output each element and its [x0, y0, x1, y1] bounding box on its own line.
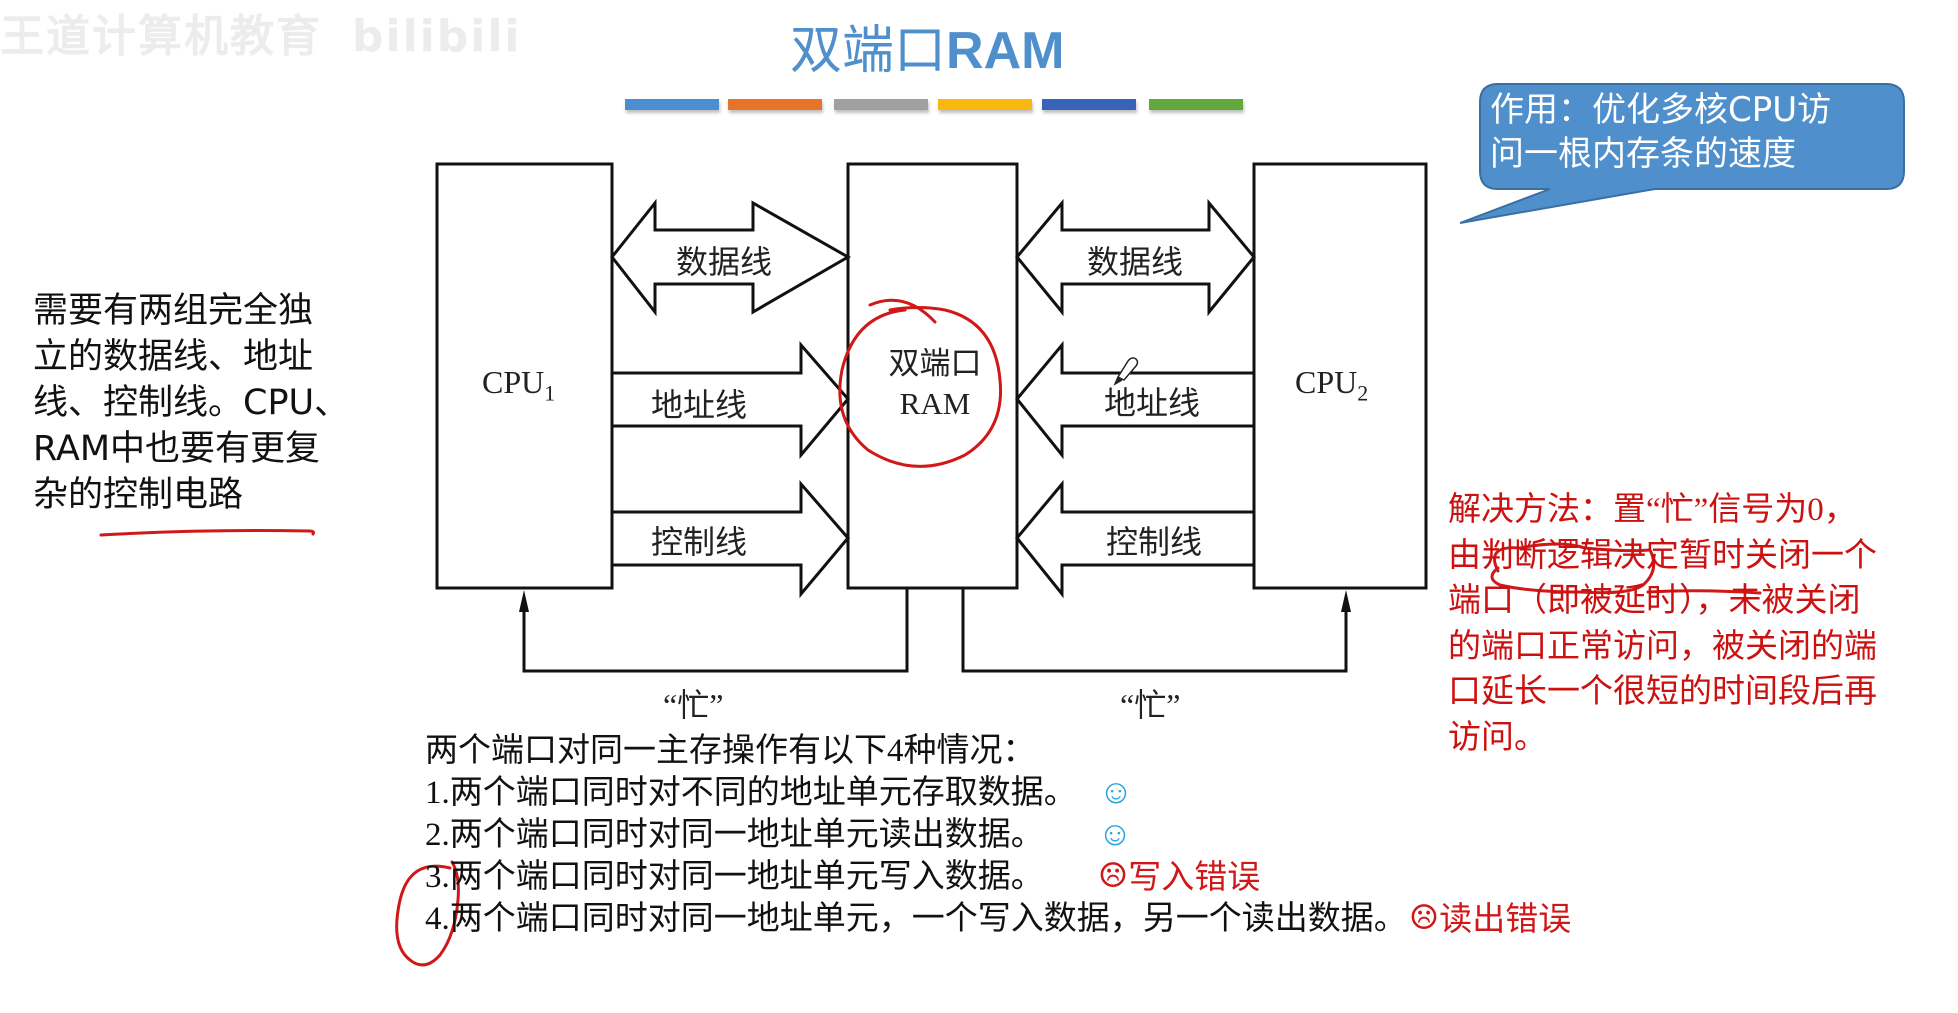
busy-arrowhead-right: [1341, 590, 1351, 612]
busy-signal-right-label: “忙”: [1120, 687, 1181, 723]
case-number: 3.: [425, 859, 450, 895]
smile-icon: ☺: [1097, 816, 1133, 853]
case-item: 3. 两个端口同时对同一地址单元写入数据。 ☹ 写入错误: [425, 856, 1571, 898]
left-note-line: 立的数据线、地址: [33, 337, 314, 377]
cpu1-label-text: CPU: [482, 364, 545, 400]
frown-icon: ☹: [1097, 858, 1129, 895]
color-bar-6: [1149, 99, 1243, 110]
color-bar-5: [1042, 99, 1136, 110]
cpu1-label: CPU1: [482, 364, 555, 406]
color-bar-3: [834, 99, 928, 110]
case-error-note: 读出错误: [1439, 899, 1572, 938]
color-bar-1: [625, 99, 719, 110]
ram-label: 双端口 RAM: [880, 344, 990, 424]
case-text: 两个端口同时对同一地址单元读出数据。: [449, 817, 1044, 853]
cpu2-label: CPU2: [1295, 364, 1368, 406]
address-bus-left-label: 地址线: [651, 387, 748, 423]
callout-text: 作用：优化多核CPU访 问一根内存条的速度: [1490, 88, 1910, 176]
cases-list: 两个端口对同一主存操作有以下4种情况： 1. 两个端口同时对不同的地址单元存取数…: [425, 730, 1571, 940]
solution-note: 解决方法：置“忙”信号为0， 由判断逻辑决定暂时关闭一个 端口（即被延时），未被…: [1448, 488, 1958, 761]
case-item: 2. 两个端口同时对同一地址单元读出数据。 ☺: [425, 814, 1571, 856]
case-item: 4. 两个端口同时对同一地址单元，一个写入数据，另一个读出数据。 ☹ 读出错误: [425, 898, 1571, 940]
data-bus-right-label: 数据线: [1087, 244, 1184, 280]
cases-intro: 两个端口对同一主存操作有以下4种情况：: [425, 733, 1036, 769]
left-note-line: 杂的控制电路: [33, 475, 244, 515]
busy-line-right: [961, 588, 1348, 673]
callout-shape: [1459, 83, 1905, 224]
busy-line-left: [522, 588, 909, 673]
cpu1-box: [435, 162, 614, 590]
busy-arrowhead-left: [519, 590, 529, 612]
color-bar-2: [728, 99, 822, 110]
ram-label-line1: 双端口: [888, 346, 982, 381]
case-item: 1. 两个端口同时对不同的地址单元存取数据。 ☺: [425, 772, 1571, 814]
control-bus-left-arrow: [610, 479, 850, 599]
callout-line-1: 作用：优化多核CPU访: [1490, 90, 1832, 130]
ram-label-line2: RAM: [899, 386, 971, 421]
solution-line: 解决方法：置“忙”信号为0，: [1448, 492, 1857, 528]
case-error-note: 写入错误: [1128, 857, 1261, 896]
case-text: 两个端口同时对同一地址单元写入数据。: [449, 859, 1044, 895]
title-cn: 双端口: [790, 21, 947, 81]
channel-watermark: 王道计算机教育 bilibili: [0, 0, 521, 64]
slide-title: 双端口RAM: [790, 8, 1064, 83]
callout-bubble: [1459, 83, 1905, 224]
smile-icon: ☺: [1098, 774, 1134, 811]
address-bus-right-arrow: [1015, 340, 1256, 460]
case-number: 4.: [425, 901, 450, 937]
left-note-underline: [99, 529, 315, 537]
left-note-line: 线、控制线。CPU、: [33, 383, 350, 423]
ram-circle-annotation: [838, 298, 1003, 468]
case-text: 两个端口同时对同一地址单元，一个写入数据，另一个读出数据。: [449, 901, 1407, 937]
solution-line: 端口（即被延时），未被关闭: [1448, 583, 1861, 619]
cpu2-label-text: CPU: [1295, 364, 1358, 400]
data-bus-left-arrow: [610, 198, 852, 317]
control-bus-left-label: 控制线: [651, 524, 748, 560]
address-bus-left-arrow: [610, 340, 850, 460]
color-bar-4: [938, 99, 1032, 110]
solution-line: 的端口正常访问，被关闭的端: [1448, 628, 1877, 665]
decision-underline-annotation: [1646, 589, 1762, 595]
solution-line: 口延长一个很短的时间段后再: [1448, 674, 1877, 710]
solution-line: 由判断逻辑决定暂时关闭一个: [1448, 537, 1877, 574]
left-note-line: 需要有两组完全独: [33, 291, 314, 331]
pencil-cursor-icon: [1113, 357, 1139, 386]
case-text: 两个端口同时对不同的地址单元存取数据。: [449, 775, 1077, 811]
case-number: 2.: [425, 817, 450, 853]
bilibili-logo: bilibili: [352, 11, 522, 62]
control-bus-right-label: 控制线: [1106, 524, 1203, 560]
busy-signal-left-label: “忙”: [663, 687, 724, 723]
address-bus-right-label: 地址线: [1104, 385, 1201, 421]
case-number: 1.: [425, 775, 450, 811]
data-bus-left-label: 数据线: [676, 244, 773, 280]
callout-line-2: 问一根内存条的速度: [1490, 134, 1796, 174]
ram-box: [846, 162, 1019, 590]
cpu2-label-sub: 2: [1357, 380, 1369, 406]
left-note-line: RAM中也要有更复: [33, 429, 321, 469]
watermark-text: 王道计算机教育: [0, 11, 322, 62]
frown-icon: ☹: [1408, 900, 1440, 937]
logic-circle-annotation: [1490, 542, 1656, 595]
solution-line: 访问。: [1448, 719, 1547, 756]
left-note: 需要有两组完全独 立的数据线、地址 线、控制线。CPU、 RAM中也要有更复 杂…: [33, 288, 353, 518]
control-bus-right-arrow: [1015, 479, 1256, 599]
cases-3-4-circle-annotation: [395, 860, 460, 967]
title-en: RAM: [946, 22, 1065, 80]
data-bus-right-arrow: [1015, 198, 1256, 317]
cpu1-label-sub: 1: [544, 380, 556, 406]
